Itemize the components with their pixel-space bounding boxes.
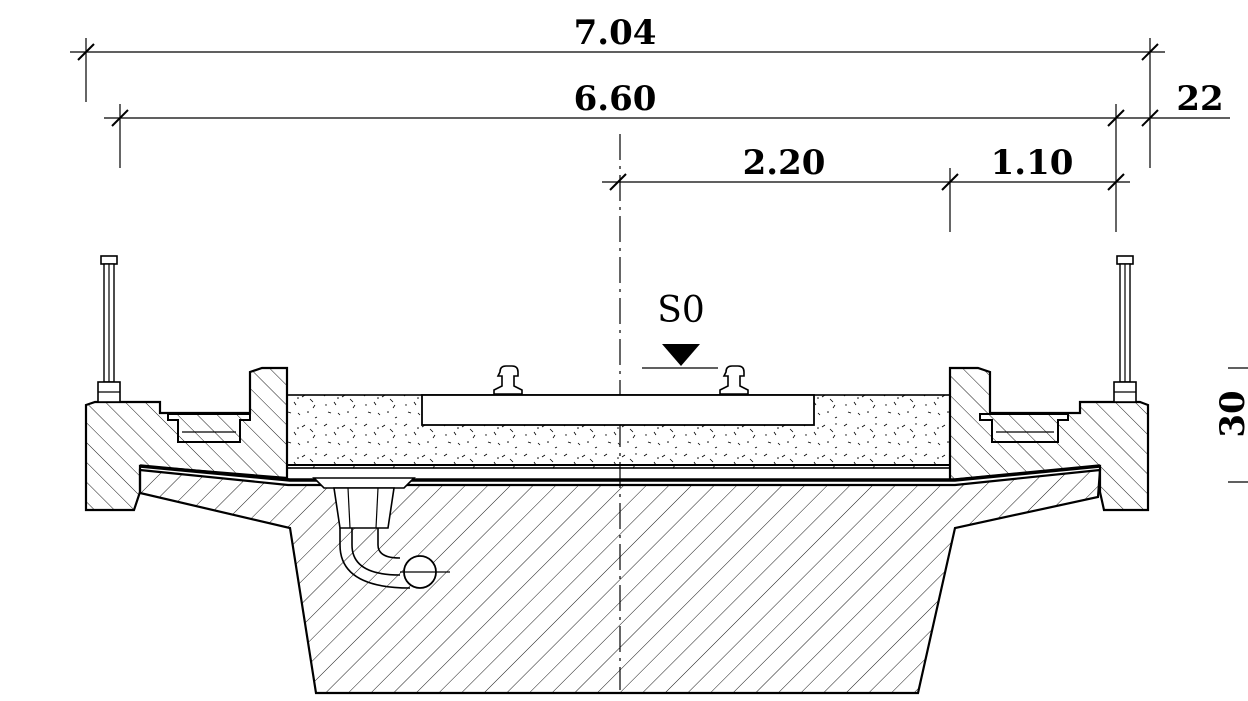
dimension-height-right: 30 <box>1213 367 1248 483</box>
level-marker-label: S0 <box>657 290 705 331</box>
level-marker: S0 <box>642 290 718 369</box>
right-cable-duct <box>979 413 1069 443</box>
dimension-cantilever: 22 <box>1130 79 1230 127</box>
deck-drain <box>312 477 450 589</box>
left-cable-duct <box>167 413 251 443</box>
right-edge-beam <box>948 366 1150 512</box>
dimension-cantilever-label: 22 <box>1176 79 1223 119</box>
dimension-overall-label: 7.04 <box>574 13 657 53</box>
sleeper <box>421 394 815 426</box>
left-edge-beam <box>84 366 289 512</box>
dimension-track-label: 2.20 <box>743 143 826 183</box>
dimension-track: 2.20 1.10 <box>602 143 1130 232</box>
dimension-deck: 6.60 <box>104 79 1130 232</box>
left-railing-post <box>97 255 121 403</box>
dimension-height-label: 30 <box>1213 390 1248 437</box>
dimension-walkway-label: 1.10 <box>991 143 1074 183</box>
right-railing-post <box>1113 255 1137 403</box>
left-rail <box>493 365 523 395</box>
dimension-deck-label: 6.60 <box>574 79 657 119</box>
level-triangle-icon <box>662 344 700 366</box>
main-girder <box>138 468 1102 695</box>
dimension-overall: 7.04 <box>70 13 1165 168</box>
right-rail <box>719 365 749 395</box>
